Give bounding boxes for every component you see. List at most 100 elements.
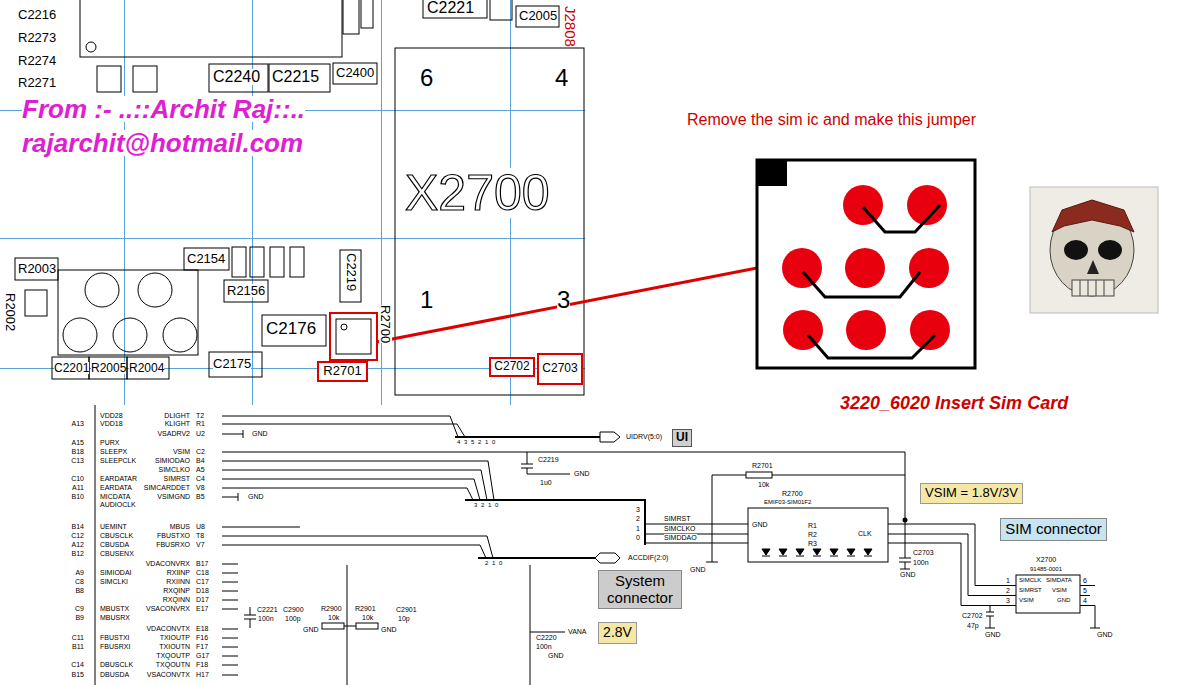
tooth-line [1080, 280, 1081, 296]
signal-name: SIMCLKI [100, 578, 128, 585]
part-label: R2002 [4, 293, 17, 331]
schematic-label: 0 [636, 534, 640, 541]
pin-number: V8 [196, 484, 205, 491]
component-outline [516, 6, 559, 27]
ball-number: C13 [71, 457, 84, 464]
part-label: C2400 [336, 66, 374, 79]
wire [772, 475, 905, 476]
solder-pad [843, 185, 883, 225]
wire [905, 562, 906, 569]
wire [250, 619, 251, 628]
part-label: J2808 [563, 6, 578, 47]
wire [645, 543, 748, 544]
grid-line [252, 0, 253, 405]
diode-symbol [762, 549, 770, 555]
schematic-label: SIMRST [1019, 587, 1042, 593]
part-label: C2240 [213, 69, 260, 85]
schematic-label: EMIF03-SIM01F2 [764, 499, 811, 505]
capacitor-symbol [244, 615, 256, 616]
signal-name: VDD28 [100, 412, 123, 419]
part-label: C2154 [187, 252, 225, 265]
schematic-label: C2219 [538, 456, 559, 463]
component-outline [224, 280, 268, 302]
schematic-label: VSIM [1052, 587, 1067, 593]
component-outline [333, 63, 377, 84]
jumper-wire [803, 272, 920, 297]
port-symbol [595, 553, 620, 563]
bus-line [478, 557, 595, 559]
wire [222, 527, 300, 528]
wire [222, 665, 238, 666]
schematic-label: UIDRV(5:0) [626, 433, 662, 440]
diode-symbol [813, 556, 821, 557]
pin-number: F18 [196, 661, 208, 668]
resistor-symbol [322, 623, 344, 629]
wire [712, 475, 746, 476]
pin-name: TXIOUTN [159, 643, 190, 650]
grid-line [0, 238, 585, 239]
sim-ic-body [336, 319, 371, 354]
wire [222, 424, 465, 437]
diode-symbol [864, 549, 872, 555]
schematic-label: R3 [808, 540, 817, 547]
highlighted-part: C2702 [489, 357, 535, 377]
pin-name: TXIOUTP [160, 634, 190, 641]
pin-number: R1 [196, 420, 205, 427]
wire [222, 629, 238, 630]
highlight-box [330, 313, 377, 360]
pin-number: D17 [196, 596, 209, 603]
ground-symbol [243, 430, 244, 438]
pin-name: VSIM [173, 448, 190, 455]
component-outline [52, 357, 89, 379]
tooth-line [1096, 280, 1097, 296]
highlighted-part: C2703 [537, 353, 583, 385]
component-outline [58, 270, 198, 355]
pin-name: TXQOUTN [156, 661, 190, 668]
schematic-label: SIMDDAO [664, 534, 697, 541]
schematic-label: GND [548, 652, 564, 659]
pin-number: E18 [196, 625, 208, 632]
pin-name: KLIGHT [165, 420, 190, 427]
callout-text: 2.8V [603, 625, 632, 640]
schematic-label: C2900 [283, 606, 304, 613]
wire [347, 565, 348, 685]
pin-number: A5 [196, 466, 205, 473]
schematic-label: 3 [464, 439, 467, 445]
wire [527, 452, 528, 464]
capacitor-symbol [521, 464, 533, 465]
part-label: C2201 [54, 362, 89, 374]
wire [222, 675, 238, 676]
diode-symbol [847, 556, 855, 557]
schematic-label: 1 [492, 560, 495, 566]
wire [527, 468, 570, 474]
ball-number: A12 [72, 541, 84, 548]
wire [645, 524, 748, 525]
wire [222, 609, 238, 610]
wire [222, 497, 238, 498]
schematic-label: 1u0 [540, 479, 552, 486]
signal-name: EARDATA [100, 484, 132, 491]
ball-number: A9 [75, 569, 84, 576]
wire [222, 488, 473, 500]
ball-number: C11 [72, 634, 84, 641]
signal-name: MBUSRX [100, 614, 130, 621]
leader-line [377, 268, 757, 342]
wire [222, 452, 905, 558]
wire [222, 656, 238, 657]
ground-symbol [985, 628, 995, 629]
wire [222, 600, 238, 601]
signal-name: FBUSRXI [100, 643, 130, 650]
pin-number: F17 [196, 643, 208, 650]
schematic-label: GND [574, 470, 590, 477]
schematic-label: 1 [636, 525, 640, 532]
pin1-mark [86, 42, 96, 52]
wire [222, 647, 238, 648]
wire [222, 434, 243, 435]
tooth-line [1104, 280, 1105, 296]
port-symbol [600, 432, 620, 442]
schematic-label: 0 [499, 560, 502, 566]
schematic-label: GND [985, 631, 1001, 638]
pin-name: RXIINN [166, 578, 190, 585]
schematic-label: 3 [474, 502, 477, 508]
pin-number: 3 [557, 288, 570, 312]
